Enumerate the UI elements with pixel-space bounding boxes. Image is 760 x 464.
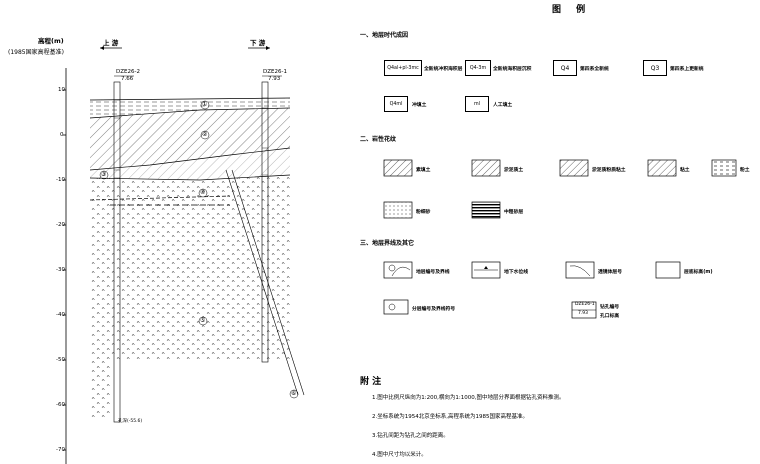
age-symbol-box: Q3 bbox=[643, 60, 667, 76]
axis-tick-label: -60 bbox=[56, 402, 65, 408]
borehole-left-id: DZE26-2 bbox=[116, 69, 140, 75]
borehole-right-id: DZE26-1 bbox=[263, 69, 287, 75]
notes-title: 附 注 bbox=[360, 377, 382, 387]
section-drawing bbox=[63, 46, 305, 464]
lith-label: 素填土 bbox=[416, 168, 431, 173]
age-label: 人工填土 bbox=[493, 103, 513, 108]
axis-tick-label: -20 bbox=[56, 222, 65, 228]
lith-label: 中粗砂层 bbox=[504, 210, 524, 215]
elevation-datum: (1985国家高程基准) bbox=[8, 49, 64, 56]
borehole-right-elev: 7.93 bbox=[268, 76, 281, 82]
age-symbol-box: Q4 bbox=[553, 60, 577, 76]
axis-tick-label: -10 bbox=[56, 177, 65, 183]
other-label: 地层编号及界线 bbox=[416, 270, 450, 275]
other-label: 地下水位线 bbox=[504, 270, 528, 275]
axis-tick-label: -50 bbox=[56, 357, 65, 363]
legend-section-1: 一、地层时代成因 bbox=[360, 32, 409, 39]
downstream-label: 下 游 bbox=[250, 39, 266, 47]
note-item: 1.图中比例尺纵向为1:200,横向为1:1000,图中地层分界面根据钻孔资料推… bbox=[372, 395, 565, 401]
lith-swatch bbox=[559, 159, 589, 177]
lith-swatch bbox=[647, 159, 677, 177]
other-label: 孔口标高 bbox=[600, 314, 620, 319]
age-label: 第四系全新统 bbox=[580, 67, 609, 72]
elevation-axis-title: 高程(m) bbox=[38, 37, 64, 45]
layer-marker: ⑥ bbox=[291, 390, 297, 397]
other-label: 层底标高(m) bbox=[684, 270, 713, 275]
other-label: 分层编号及界线符号 bbox=[412, 307, 456, 312]
borehole-left-elev: 7.66 bbox=[121, 76, 134, 82]
other-label: 钻孔编号 bbox=[600, 305, 620, 310]
age-symbol-box: Q4ml bbox=[384, 96, 408, 112]
legend-title: 图 例 bbox=[552, 5, 592, 15]
lith-swatch bbox=[471, 159, 501, 177]
age-label: 第四系上更新统 bbox=[670, 67, 704, 72]
age-symbol-box: Q4-3m bbox=[465, 60, 491, 76]
age-label: 全新统海积层沉积 bbox=[493, 67, 532, 72]
lith-label: 粉细砂 bbox=[416, 210, 431, 215]
axis-tick-label: -40 bbox=[56, 312, 65, 318]
axis-tick-label: 10 bbox=[58, 87, 65, 93]
other-symbol: DZE26-1 bbox=[575, 302, 595, 307]
lith-swatch bbox=[383, 159, 413, 177]
note-item: 3.钻孔间距为钻孔之间的距离。 bbox=[372, 433, 449, 439]
age-label: 全新统冲积海积层 bbox=[424, 67, 463, 72]
borehole-bottom-label: 孔深(-55.6) bbox=[118, 419, 143, 424]
lith-swatch bbox=[383, 201, 413, 219]
age-symbol-box: ml bbox=[465, 96, 489, 112]
lith-label: 淤泥质粉质粘土 bbox=[592, 168, 626, 173]
note-item: 4.图中尺寸均以米计。 bbox=[372, 452, 427, 458]
other-label: 透镜体层号 bbox=[598, 270, 622, 275]
lith-swatch bbox=[711, 159, 737, 177]
legend-section-3: 三、地层界线及其它 bbox=[360, 240, 415, 247]
lith-label: 粘土 bbox=[680, 168, 690, 173]
note-item: 2.坐标系统为1954北京坐标系,高程系统为1985国家高程基准。 bbox=[372, 414, 528, 420]
axis-tick-label: 0 bbox=[60, 132, 64, 138]
age-label: 冲填土 bbox=[412, 103, 427, 108]
upstream-label: 上 游 bbox=[103, 39, 119, 47]
other-symbol: 7.93 bbox=[578, 311, 589, 316]
lith-label: 淤泥质土 bbox=[504, 168, 524, 173]
age-symbol-box: Q4al+pl-3mc bbox=[384, 60, 422, 76]
legend-section-2: 二、岩性花纹 bbox=[360, 136, 397, 143]
lith-label: 粉土 bbox=[740, 168, 750, 173]
axis-tick-label: -70 bbox=[56, 447, 65, 453]
lith-swatch bbox=[471, 201, 501, 219]
axis-tick-label: -30 bbox=[56, 267, 65, 273]
